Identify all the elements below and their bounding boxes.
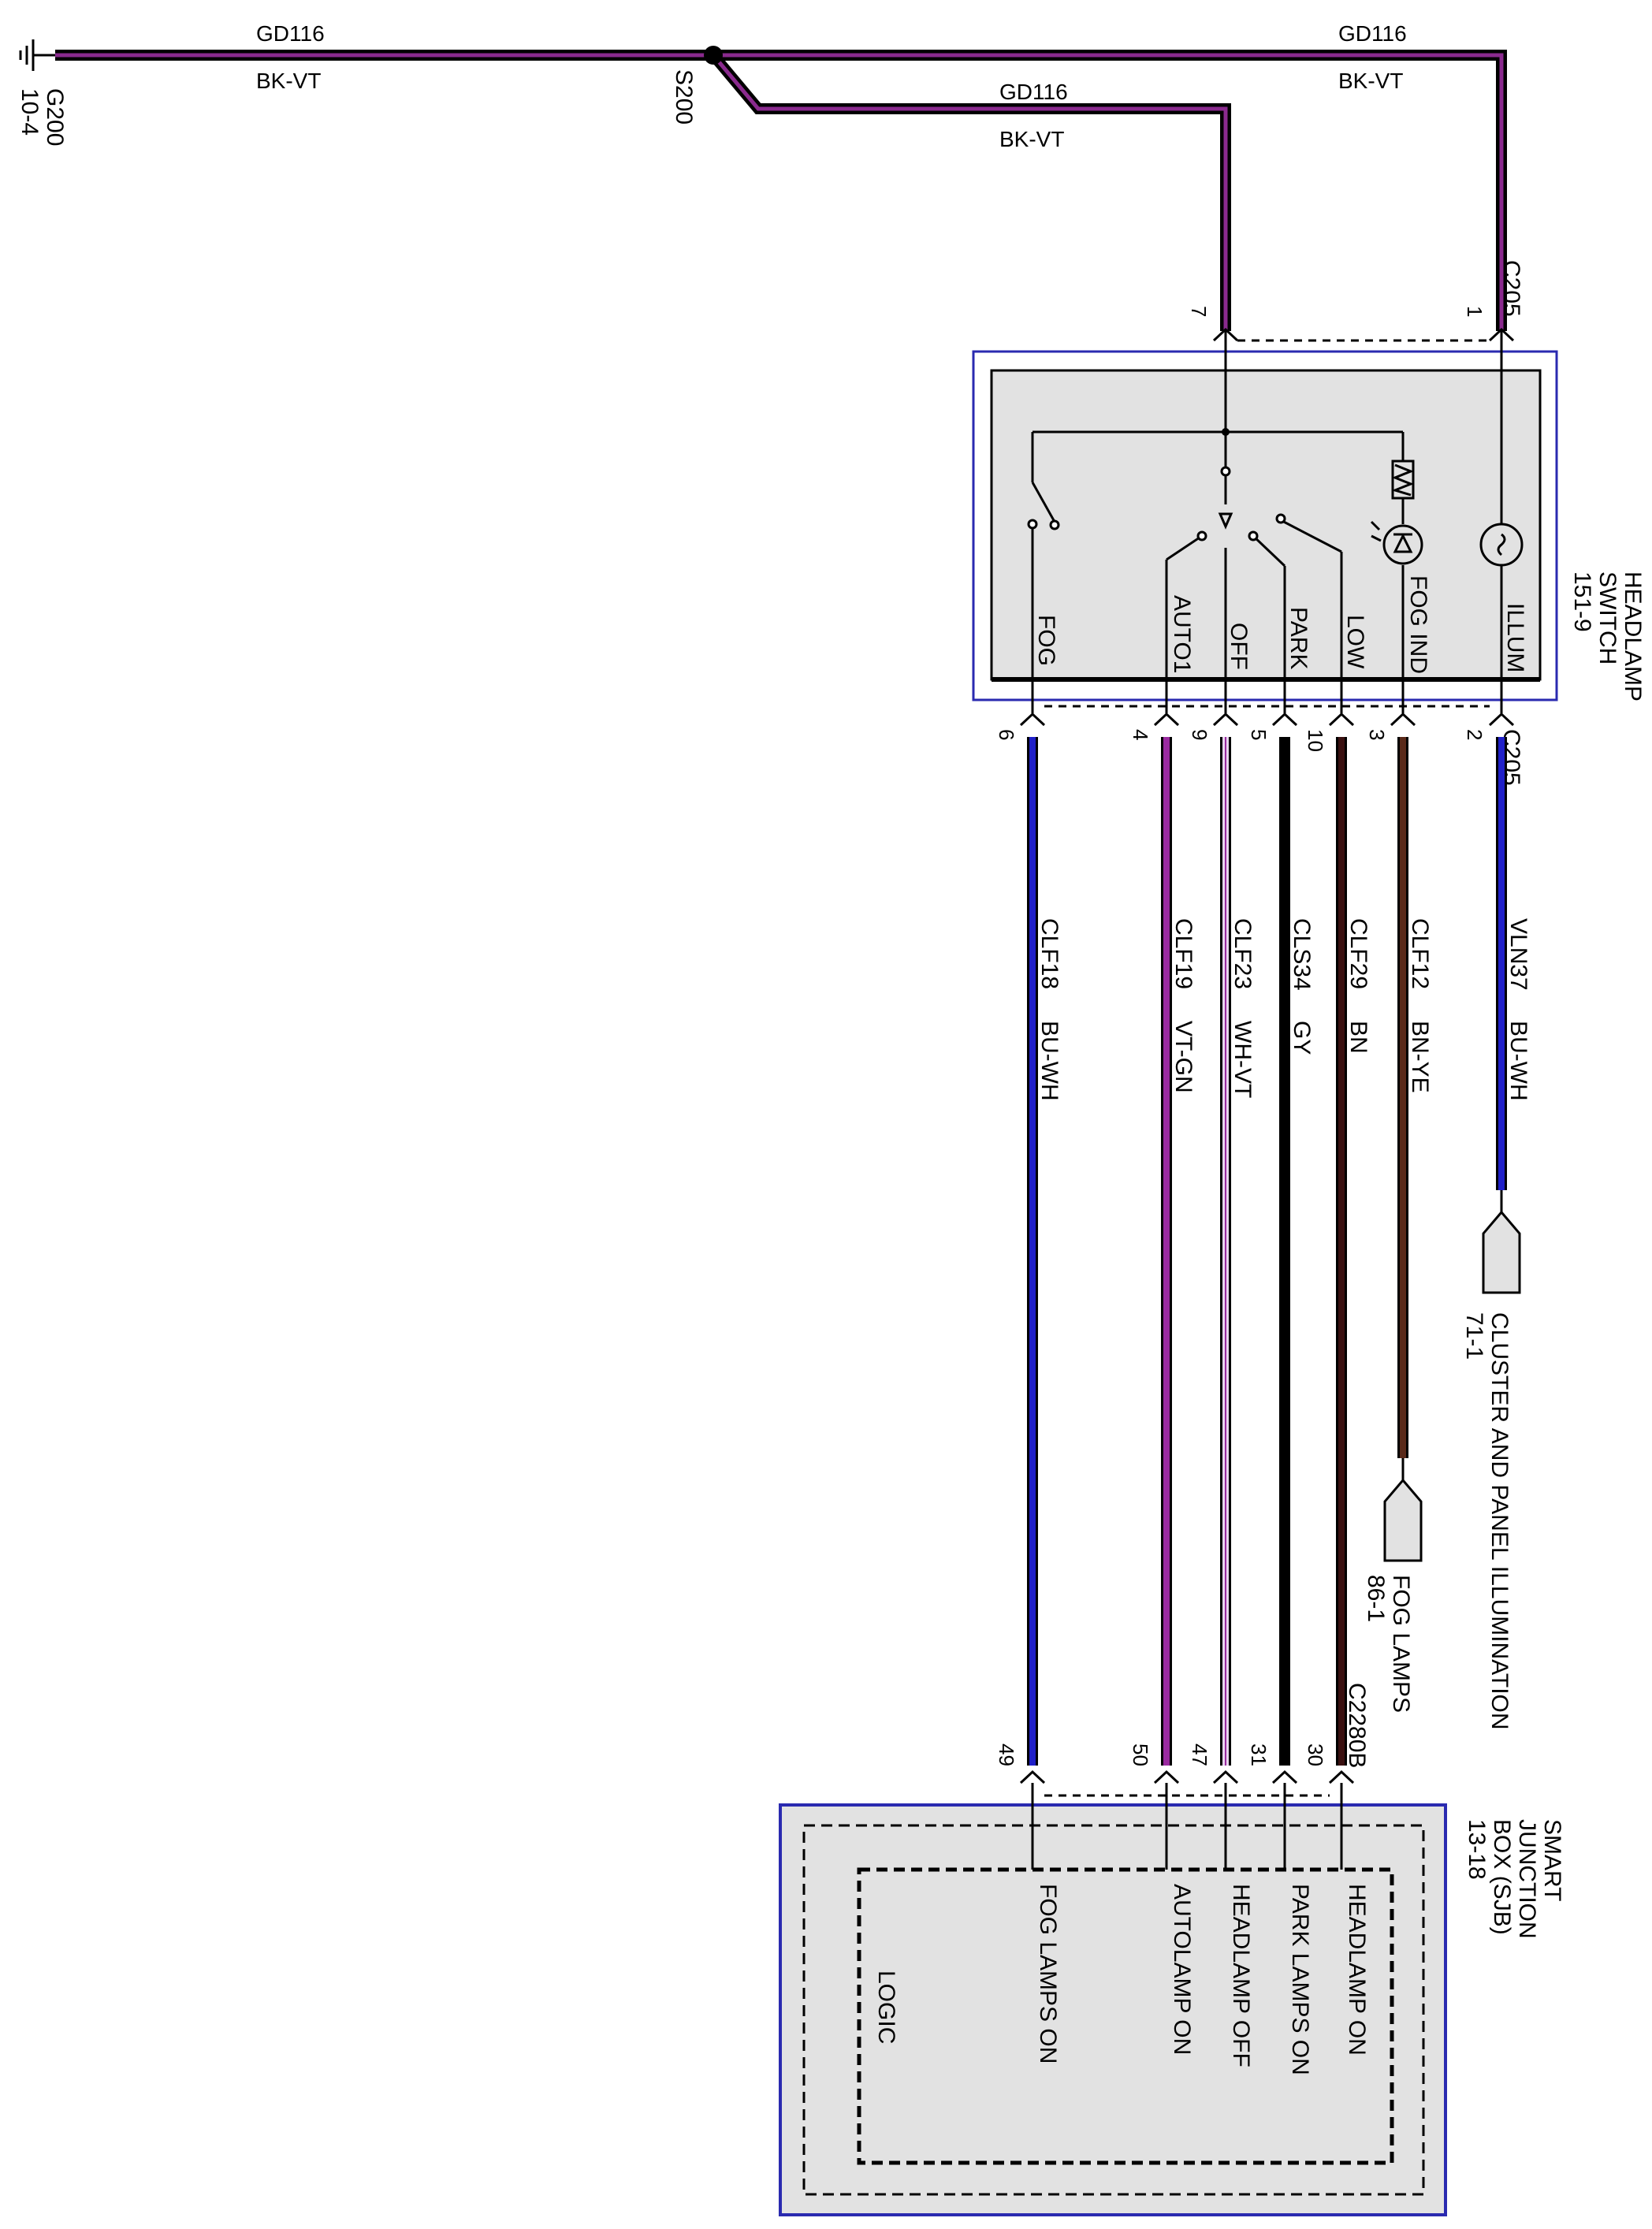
wire-circuit-vln37: VLN37 <box>1505 918 1531 991</box>
ground-ref: 10-4 <box>17 88 43 136</box>
ground-wire-color-2: BK-VT <box>1338 69 1403 93</box>
wire-pin-top-10: 10 <box>1304 729 1327 752</box>
switch-pin-1: 1 <box>1463 306 1486 317</box>
switch-ref: 151-9 <box>1569 571 1595 632</box>
splice-dot <box>704 46 723 65</box>
sjb-ref: 13-18 <box>1464 1819 1490 1880</box>
wire-color-clf18: BU-WH <box>1036 1021 1062 1101</box>
smart-junction-box <box>779 1803 1447 2216</box>
ground-name: G200 <box>42 88 68 146</box>
ground-wire-circuit-2: GD116 <box>1338 21 1407 46</box>
sjb-input-fog-lamps-on: FOG LAMPS ON <box>1035 1884 1061 2063</box>
ground-wire-color-1: BK-VT <box>256 69 321 93</box>
switch-bottom-arrows <box>1019 712 1515 727</box>
sjb-connector-arrows <box>1019 1769 1355 1784</box>
cluster-ref: 71-1 <box>1461 1312 1487 1360</box>
switch-pos-auto1: AUTO1 <box>1169 595 1195 673</box>
sjb-title-line2: JUNCTION <box>1514 1819 1540 1939</box>
switch-connector-top: C205 <box>1498 260 1524 317</box>
switch-pos-off: OFF <box>1226 623 1252 670</box>
switch-title-line1: HEADLAMP <box>1620 571 1646 701</box>
fog-lamps-label: FOG LAMPS <box>1388 1575 1414 1713</box>
bus-junction <box>1222 428 1230 436</box>
switch-pos-fog: FOG <box>1033 615 1059 666</box>
wire-color-cls34: GY <box>1289 1021 1315 1055</box>
wire-pin-top-2: 2 <box>1463 729 1486 740</box>
sjb-logic-label: LOGIC <box>873 1970 899 2044</box>
wire-circuit-clf19: CLF19 <box>1170 918 1196 989</box>
ground-wire-circuit-3: GD116 <box>999 80 1068 104</box>
sjb-input-park-lamps-on: PARK LAMPS ON <box>1287 1884 1313 2075</box>
sjb-internal-leads <box>1031 1783 1343 1870</box>
top-connector-arrows <box>1212 327 1515 342</box>
switch-pos-low: LOW <box>1342 615 1368 669</box>
sjb-input-headlamp-off: HEADLAMP OFF <box>1228 1884 1254 2067</box>
switch-pos-illum: ILLUM <box>1502 603 1528 672</box>
sjb-input-headlamp-on: HEADLAMP ON <box>1344 1884 1370 2056</box>
ground-wire-color-3: BK-VT <box>999 127 1064 151</box>
wire-pin-top-3: 3 <box>1365 729 1389 740</box>
wire-pin-bottom-31: 31 <box>1247 1743 1271 1766</box>
wire-pin-top-4: 4 <box>1129 729 1152 740</box>
wire-color-vln37: BU-WH <box>1505 1021 1531 1101</box>
splice-name: S200 <box>671 69 697 125</box>
wire-circuit-clf29: CLF29 <box>1345 918 1371 989</box>
switch-internals <box>1031 331 1524 713</box>
off-contact-icon <box>1218 512 1233 530</box>
cluster-label: CLUSTER AND PANEL ILLUMINATION <box>1486 1312 1512 1730</box>
switch-contacts <box>1027 466 1286 541</box>
fog-lamps-connector-icon <box>1383 1458 1423 1562</box>
wire-color-clf19: VT-GN <box>1170 1021 1196 1093</box>
wire-pin-bottom-50: 50 <box>1129 1743 1152 1766</box>
wire-circuit-cls34: CLS34 <box>1289 918 1315 991</box>
cluster-connector-icon <box>1482 1210 1521 1294</box>
switch-title-line2: SWITCH <box>1594 571 1620 664</box>
wire-pin-top-9: 9 <box>1188 729 1211 740</box>
ground-wire-circuit-1: GD116 <box>256 21 325 46</box>
wire-circuit-clf12: CLF12 <box>1407 918 1433 989</box>
sjb-connector: C2280B <box>1344 1683 1370 1768</box>
wire-pin-bottom-30: 30 <box>1304 1743 1327 1766</box>
sjb-input-autolamp-on: AUTOLAMP ON <box>1169 1884 1195 2055</box>
sjb-title-line1: SMART <box>1539 1819 1565 1901</box>
wire-pin-bottom-49: 49 <box>995 1743 1018 1766</box>
wire-pin-top-6: 6 <box>995 729 1018 740</box>
switch-pos-park: PARK <box>1286 607 1312 669</box>
wire-color-clf23: WH-VT <box>1230 1021 1256 1098</box>
wire-pin-top-5: 5 <box>1247 729 1271 740</box>
sjb-title-line3: BOX (SJB) <box>1489 1819 1515 1935</box>
wire-pin-bottom-47: 47 <box>1188 1743 1211 1766</box>
wire-color-clf29: BN <box>1345 1021 1371 1054</box>
fog-lamps-ref: 86-1 <box>1363 1575 1389 1622</box>
switch-pin-7: 7 <box>1187 306 1211 317</box>
headlamp-switch <box>972 350 1558 701</box>
ground-wires <box>55 50 1507 331</box>
ground-symbol-icon <box>19 39 55 71</box>
switch-pos-fog-ind: FOG IND <box>1405 575 1431 674</box>
wire-color-clf12: BN-YE <box>1407 1021 1433 1093</box>
wire-circuit-clf18: CLF18 <box>1036 918 1062 989</box>
wire-circuit-clf23: CLF23 <box>1230 918 1256 989</box>
